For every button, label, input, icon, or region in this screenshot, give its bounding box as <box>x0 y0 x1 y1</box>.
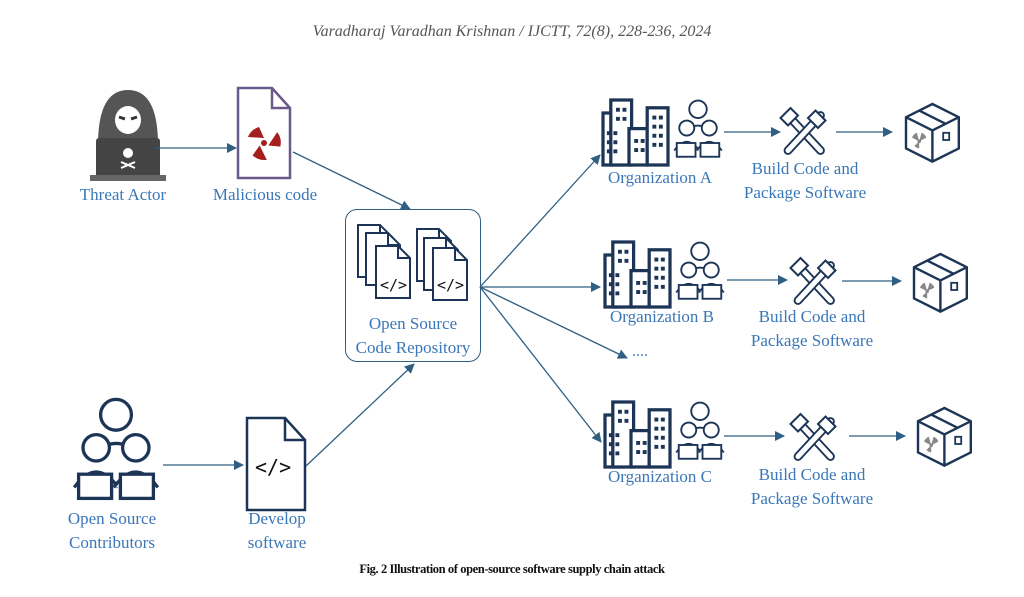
arrow-develop-to-repo <box>305 363 415 467</box>
contributors-label-line1: Open Source <box>67 509 157 528</box>
develop-label-line2: software <box>247 533 307 552</box>
contributors-label-line2: Contributors <box>69 533 155 552</box>
arrow-malicious-to-repo <box>292 151 411 210</box>
arrow-repo-to-org-a <box>479 154 601 288</box>
more-organizations-ellipsis: .... <box>632 343 648 360</box>
repository-label: Open Source Code Repository <box>345 312 481 360</box>
org-c-label: Organization C <box>607 467 713 486</box>
threat-actor-icon <box>90 90 166 181</box>
page-header: Varadharaj Varadhan Krishnan / IJCTT, 72… <box>312 23 712 40</box>
build-a-line2: Package Software <box>743 183 867 202</box>
build-a-label: Build Code and Package Software <box>735 157 875 205</box>
arrow-repo-to-org-c <box>479 286 602 443</box>
malicious-code-label: Malicious code <box>212 185 318 204</box>
contributors-label: Open Source Contributors <box>52 507 172 555</box>
figure-caption: Fig. 2 Illustration of open-source softw… <box>359 562 665 576</box>
org-a-label: Organization A <box>607 168 713 187</box>
org-b-icons <box>603 240 968 313</box>
repository-documents-icon: </> </> <box>357 224 468 301</box>
build-b-line1: Build Code and <box>758 307 866 326</box>
repository-label-line2: Code Repository <box>355 338 471 357</box>
contributors-icon <box>72 397 160 501</box>
build-c-line1: Build Code and <box>758 465 866 484</box>
org-a-icons <box>601 98 960 167</box>
build-a-line1: Build Code and <box>751 159 859 178</box>
threat-actor-label: Threat Actor <box>79 185 167 204</box>
build-b-label: Build Code and Package Software <box>742 305 882 353</box>
develop-software-icon: </> <box>245 416 307 512</box>
build-b-line2: Package Software <box>750 331 874 350</box>
repository-label-line1: Open Source <box>368 314 458 333</box>
svg-text:</>: </> <box>255 455 291 479</box>
arrow-repo-to-more <box>479 286 628 359</box>
build-c-line2: Package Software <box>750 489 874 508</box>
org-c-icons <box>603 400 972 469</box>
develop-label: Develop software <box>230 507 324 555</box>
svg-text:</>: </> <box>437 276 464 294</box>
build-c-label: Build Code and Package Software <box>742 463 882 511</box>
malicious-code-icon <box>236 86 292 180</box>
repository-box <box>345 209 481 362</box>
develop-label-line1: Develop <box>248 509 306 528</box>
org-b-label: Organization B <box>609 307 715 326</box>
svg-text:</>: </> <box>380 276 407 294</box>
